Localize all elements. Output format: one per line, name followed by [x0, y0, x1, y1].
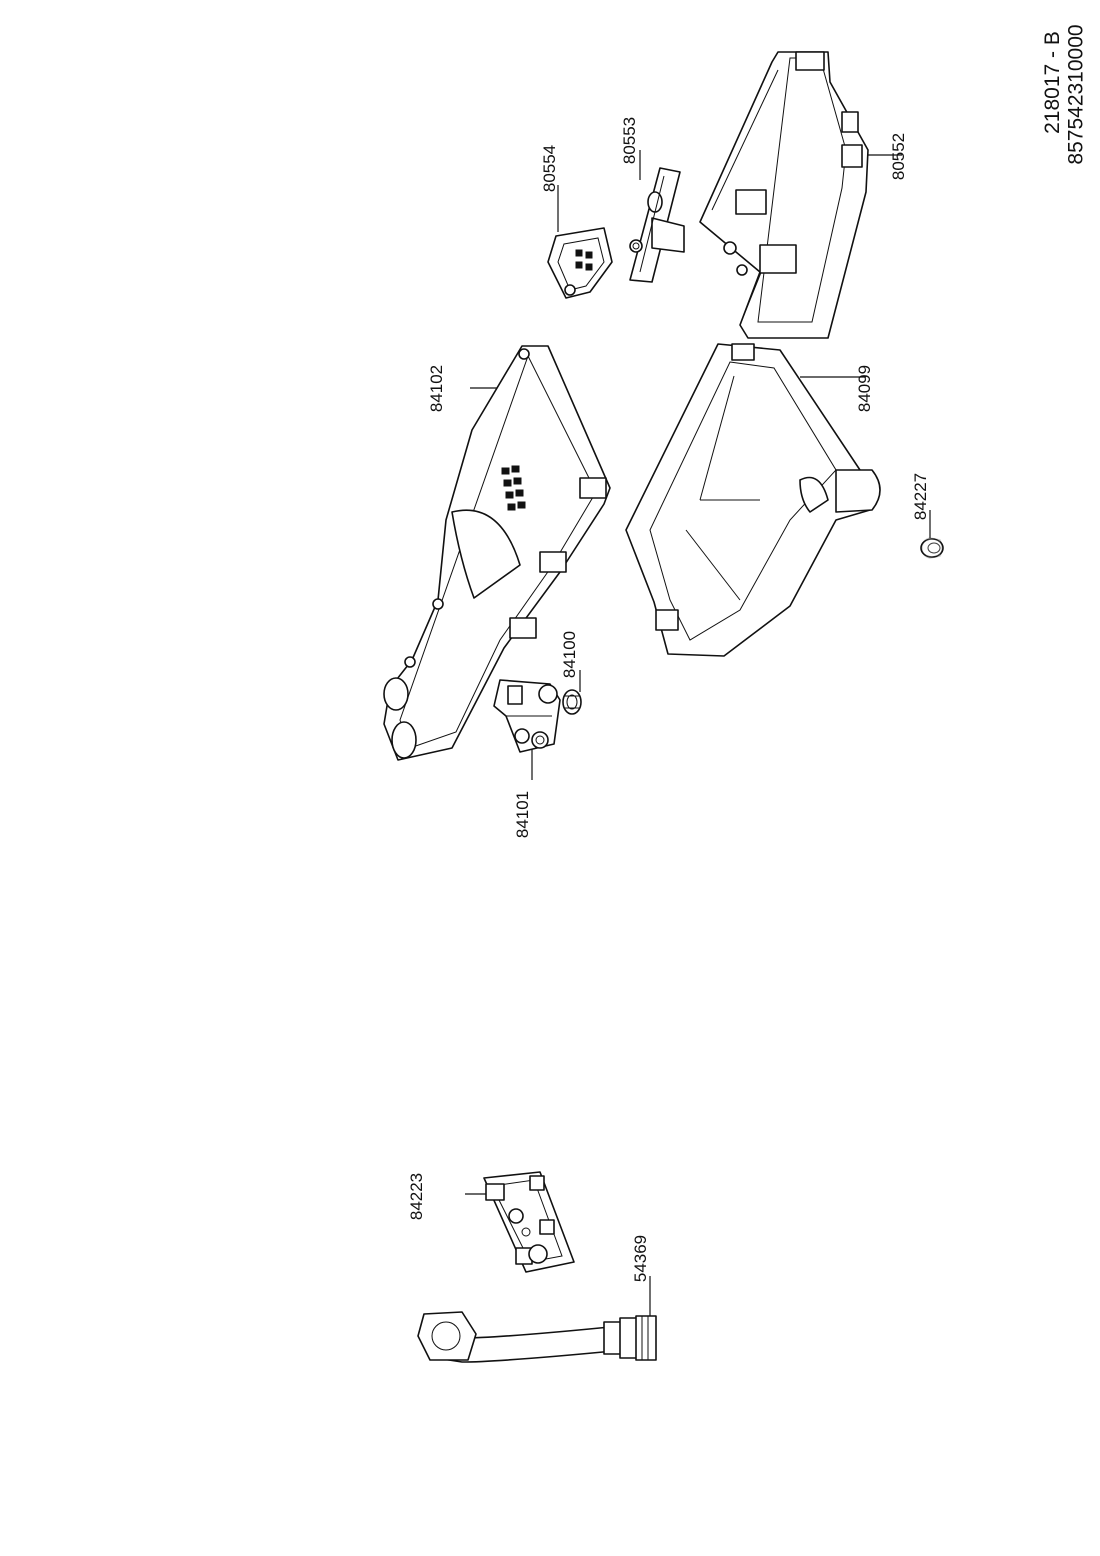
grommet-drawing: [920, 537, 944, 559]
part-label-84099: 84099: [854, 364, 874, 412]
drawer-handle-panel-drawing: [629, 167, 685, 283]
part-label-80554: 80554: [539, 144, 559, 192]
drawer-handle-mount-drawing: [547, 227, 613, 299]
part-label-84227: 84227: [910, 472, 930, 520]
valve-body-drawing: [493, 679, 561, 753]
part-label-84100: 84100: [559, 630, 579, 678]
bracket-plate-drawing: [483, 1171, 575, 1273]
inlet-hose-drawing: [417, 1311, 657, 1363]
part-label-54369: 54369: [630, 1234, 650, 1282]
part-label-84223: 84223: [406, 1172, 426, 1220]
cover-keypad-slots: [501, 465, 526, 511]
part-label-80552: 80552: [888, 132, 908, 180]
part-label-80553: 80553: [619, 116, 639, 164]
part-label-84101: 84101: [512, 790, 532, 838]
drawing-number: 218017 - B: [1040, 30, 1064, 134]
part-label-84102: 84102: [426, 364, 446, 412]
dispenser-tray-drawing: [625, 343, 881, 657]
reference-number: 857542310000: [1064, 23, 1088, 165]
valve-filter-drawing: [562, 689, 582, 715]
drawer-cover-drawing: [383, 345, 611, 761]
drawer-housing-drawing: [699, 51, 869, 339]
